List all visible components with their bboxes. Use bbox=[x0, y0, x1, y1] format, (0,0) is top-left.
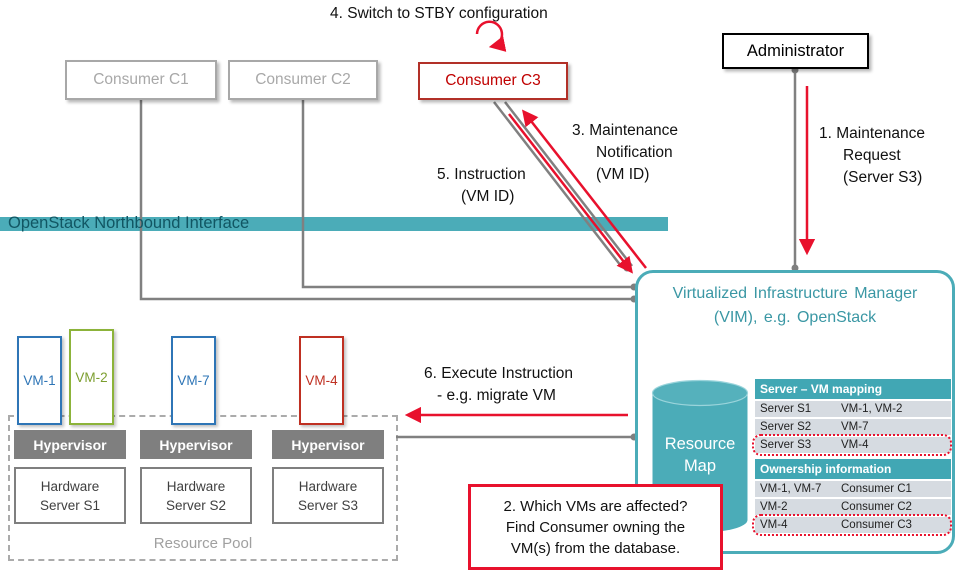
ownership-row-c2: VM-2 Consumer C2 bbox=[755, 499, 951, 515]
consumer-c1-box: Consumer C1 bbox=[65, 60, 217, 100]
administrator-box: Administrator bbox=[722, 33, 869, 69]
connector-c1-vim bbox=[139, 100, 634, 301]
vm-7-box: VM-7 bbox=[171, 336, 216, 425]
ownership-header: Ownership information bbox=[755, 459, 951, 479]
hardware-server-s2: Hardware Server S2 bbox=[140, 467, 252, 524]
vm-2-box: VM-2 bbox=[69, 329, 114, 425]
step6-label: 6. Execute Instruction - e.g. migrate VM bbox=[424, 365, 574, 404]
vm-1-label: VM-1 bbox=[23, 373, 56, 388]
step4-label: 4. Switch to STBY configuration bbox=[330, 5, 548, 22]
administrator-label: Administrator bbox=[746, 41, 845, 60]
step5-label: 5. Instruction (VM ID) bbox=[437, 166, 526, 205]
vm-4-label: VM-4 bbox=[305, 373, 338, 388]
hypervisor-3: Hypervisor bbox=[272, 430, 384, 459]
mapping-vms: VM-4 bbox=[841, 439, 869, 451]
hardware-server-s3: Hardware Server S3 bbox=[272, 467, 384, 524]
consumer-c2-box: Consumer C2 bbox=[228, 60, 378, 100]
mapping-row-s3-highlighted: Server S3 VM-4 bbox=[752, 434, 952, 456]
vm-7-label: VM-7 bbox=[177, 373, 210, 388]
vim-title: Virtualized Infrastructure Manager (VIM)… bbox=[672, 285, 918, 326]
step3-label: 3. Maintenance Notification (VM ID) bbox=[572, 122, 678, 183]
junction-dot bbox=[623, 264, 631, 272]
hardware-server-s1: Hardware Server S1 bbox=[14, 467, 126, 524]
resource-pool-label: Resource Pool bbox=[153, 535, 253, 552]
ownership-vms: VM-4 bbox=[760, 519, 788, 531]
consumer-c3-box: Consumer C3 bbox=[418, 62, 568, 100]
vim-tables: Server – VM mapping Server S1 VM-1, VM-2… bbox=[752, 379, 952, 536]
hypervisor-1: Hypervisor bbox=[14, 430, 126, 459]
server-vm-mapping-header: Server – VM mapping bbox=[755, 379, 951, 399]
ownership-owner: Consumer C3 bbox=[841, 519, 912, 531]
vm-1-box: VM-1 bbox=[17, 336, 62, 425]
mapping-server: Server S1 bbox=[760, 403, 812, 415]
ownership-row-c3-highlighted: VM-4 Consumer C3 bbox=[752, 514, 952, 536]
step1-label: 1. Maintenance Request (Server S3) bbox=[819, 125, 925, 186]
resource-map-label: Resource Map bbox=[664, 435, 736, 475]
mapping-server: Server S3 bbox=[760, 439, 812, 451]
ownership-vms: VM-1, VM-7 bbox=[760, 483, 822, 495]
vm-4-box: VM-4 bbox=[299, 336, 344, 425]
mapping-row-s2: Server S2 VM-7 bbox=[755, 419, 951, 435]
ownership-vms: VM-2 bbox=[760, 501, 788, 513]
step2-callout: 2. Which VMs are affected? Find Consumer… bbox=[468, 484, 723, 570]
ownership-row-c1: VM-1, VM-7 Consumer C1 bbox=[755, 481, 951, 497]
vim-box: Virtualized Infrastructure Manager (VIM)… bbox=[635, 270, 955, 554]
consumer-c2-label: Consumer C2 bbox=[255, 71, 351, 88]
mapping-vms: VM-1, VM-2 bbox=[841, 403, 903, 415]
northbound-interface-label: OpenStack Northbound Interface bbox=[8, 214, 250, 232]
hypervisor-2: Hypervisor bbox=[140, 430, 252, 459]
arrow-stby-loop bbox=[475, 20, 507, 52]
consumer-c3-label: Consumer C3 bbox=[445, 72, 541, 89]
vm-2-label: VM-2 bbox=[75, 369, 108, 385]
mapping-vms: VM-7 bbox=[841, 421, 869, 433]
consumer-c1-label: Consumer C1 bbox=[93, 71, 189, 88]
mapping-server: Server S2 bbox=[760, 421, 812, 433]
ownership-owner: Consumer C1 bbox=[841, 483, 912, 495]
ownership-owner: Consumer C2 bbox=[841, 501, 912, 513]
mapping-row-s1: Server S1 VM-1, VM-2 bbox=[755, 401, 951, 417]
